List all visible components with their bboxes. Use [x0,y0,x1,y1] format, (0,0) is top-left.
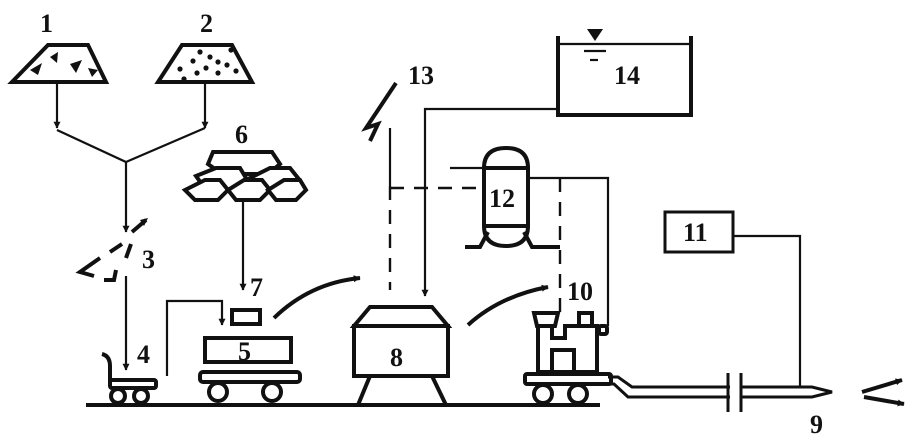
power-supply-icon [361,81,398,142]
spray-arrow-up [861,378,903,394]
label-14: 14 [614,61,640,90]
label-9: 9 [810,410,823,439]
label-5: 5 [238,337,251,366]
label-1: 1 [40,9,53,38]
coarse-aggregate-pile-icon [7,43,110,84]
label-13: 13 [408,61,434,90]
hand-cart-icon [101,352,158,405]
spray-arrow-down [863,395,905,407]
mixing-spray-icon [75,218,148,282]
label-3: 3 [142,245,155,274]
label-8: 8 [390,343,403,372]
sand-pile-icon [154,43,256,84]
label-10: 10 [567,277,593,306]
hose-icon [605,373,833,412]
label-6: 6 [235,120,248,149]
arrow-4-to-5 [165,299,226,376]
label-11: 11 [683,218,708,247]
label-4: 4 [137,340,150,369]
merge-line [56,126,206,164]
curved-arrow-7-to-8 [272,275,361,320]
label-2: 2 [200,9,213,38]
hopper-machine-icon [349,305,453,406]
curved-arrow-8-to-10 [466,284,549,327]
label-12: 12 [489,184,515,213]
water-tank-icon [556,29,693,117]
arrow-14-to-8 [421,107,558,297]
cart-platform-icon [198,336,302,403]
line-11-to-9 [733,234,802,387]
control-box-icon [663,210,735,254]
cement-bags-icon [181,150,309,202]
additive-block-icon [230,308,262,326]
pressure-vessel-icon [450,145,560,249]
label-7: 7 [250,273,263,302]
line-12-to-10 [528,176,610,326]
spraying-machine-icon [523,311,613,405]
